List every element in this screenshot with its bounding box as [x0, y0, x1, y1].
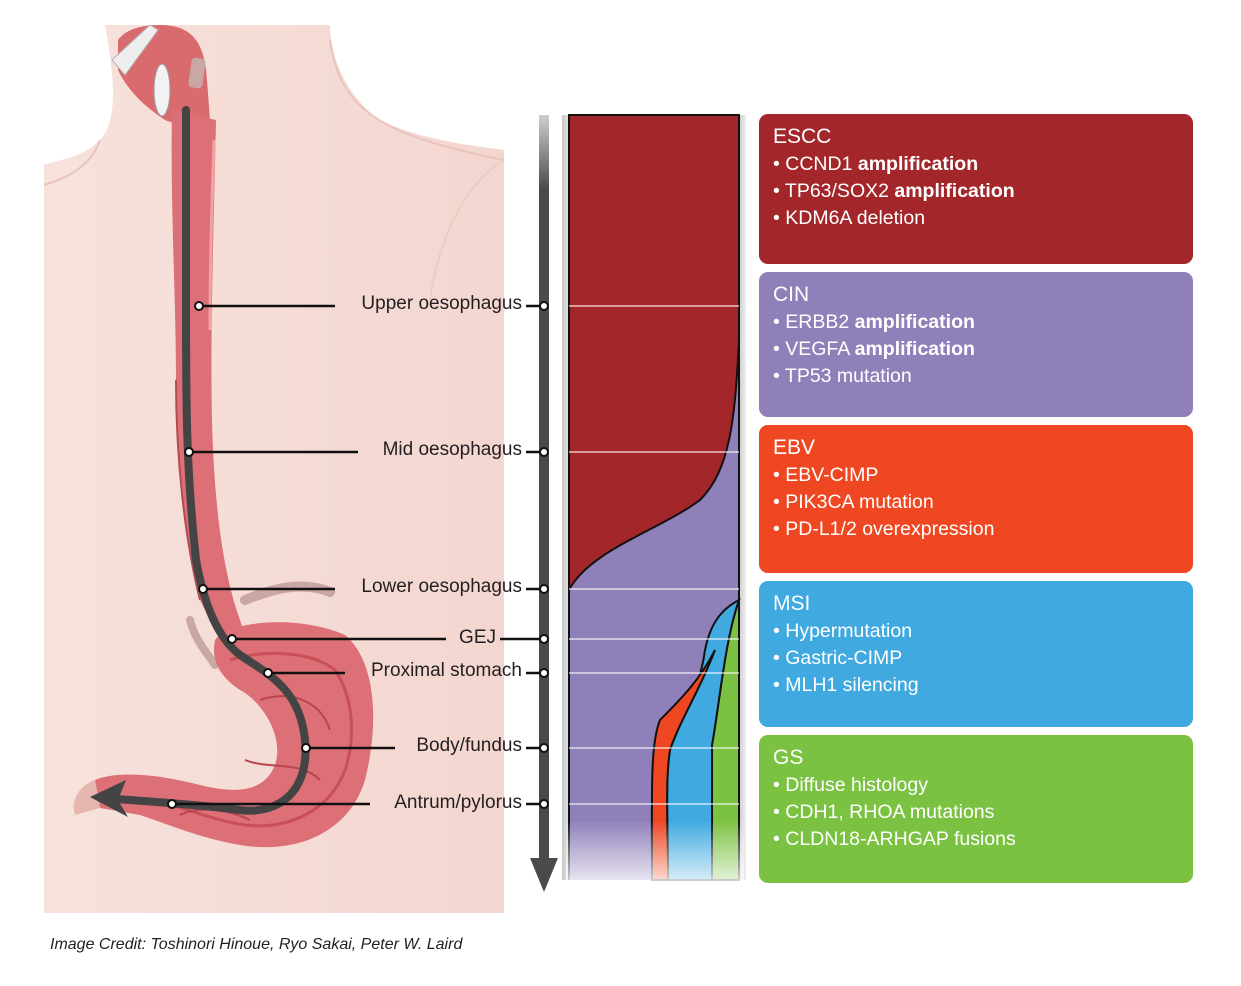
site-label-gej: GEJ	[459, 627, 496, 648]
subtype-feature: • CLDN18-ARHGAP fusions	[773, 828, 1016, 850]
site-label-antrum-pylorus: Antrum/pylorus	[394, 792, 522, 813]
subtype-title: ESCC	[773, 125, 832, 148]
stomach	[73, 622, 374, 848]
subtype-feature: • Diffuse histology	[773, 774, 928, 796]
subtype-title: MSI	[773, 592, 811, 615]
site-label-lower-oesophagus: Lower oesophagus	[361, 576, 522, 597]
stream-escc	[568, 114, 740, 591]
axis-dots	[500, 301, 549, 809]
subtype-feature: • EBV-CIMP	[773, 464, 879, 486]
subtype-feature: • MLH1 silencing	[773, 674, 919, 696]
subtype-feature: • Gastric-CIMP	[773, 647, 903, 669]
site-label-mid-oesophagus: Mid oesophagus	[382, 439, 522, 460]
subtype-box-cin: CIN • ERBB2 amplification • VEGFA amplif…	[759, 272, 1193, 417]
subtype-title: EBV	[773, 436, 816, 459]
downward-axis-arrow	[530, 115, 558, 892]
subtype-feature: • TP63/SOX2 amplification	[773, 180, 1015, 202]
subtype-box-escc: ESCC • CCND1 amplification • TP63/SOX2 a…	[759, 114, 1193, 264]
subtype-box-gs: GS • Diffuse histology • CDH1, RHOA muta…	[759, 735, 1193, 883]
subtype-feature: • VEGFA amplification	[773, 338, 975, 360]
leader-dots	[167, 301, 311, 809]
subtype-feature: • PIK3CA mutation	[773, 491, 934, 513]
leader-lines	[172, 304, 446, 806]
subtype-feature: • KDM6A deletion	[773, 207, 926, 229]
subtype-feature: • CCND1 amplification	[773, 153, 979, 175]
subtype-title: CIN	[773, 283, 810, 306]
site-label-proximal-stomach: Proximal stomach	[371, 660, 522, 681]
throat	[111, 24, 210, 124]
site-label-body-fundus: Body/fundus	[416, 735, 522, 756]
subtype-box-msi: MSI • Hypermutation • Gastric-CIMP • MLH…	[759, 581, 1193, 727]
subtype-feature: • Hypermutation	[773, 620, 913, 642]
endoscope-arrowhead	[90, 780, 128, 817]
image-credit: Image Credit: Toshinori Hinoue, Ryo Saka…	[50, 936, 463, 953]
subtype-feature: • PD-L1/2 overexpression	[773, 518, 995, 540]
subtype-feature: • CDH1, RHOA mutations	[773, 801, 995, 823]
subtype-title: GS	[773, 746, 804, 769]
site-label-upper-oesophagus: Upper oesophagus	[361, 293, 522, 314]
subtype-feature: • TP53 mutation	[773, 365, 912, 387]
subtype-box-ebv: EBV • EBV-CIMP • PIK3CA mutation • PD-L1…	[759, 425, 1193, 573]
subtype-feature: • ERBB2 amplification	[773, 311, 975, 333]
subtype-stream-graph	[562, 114, 746, 885]
